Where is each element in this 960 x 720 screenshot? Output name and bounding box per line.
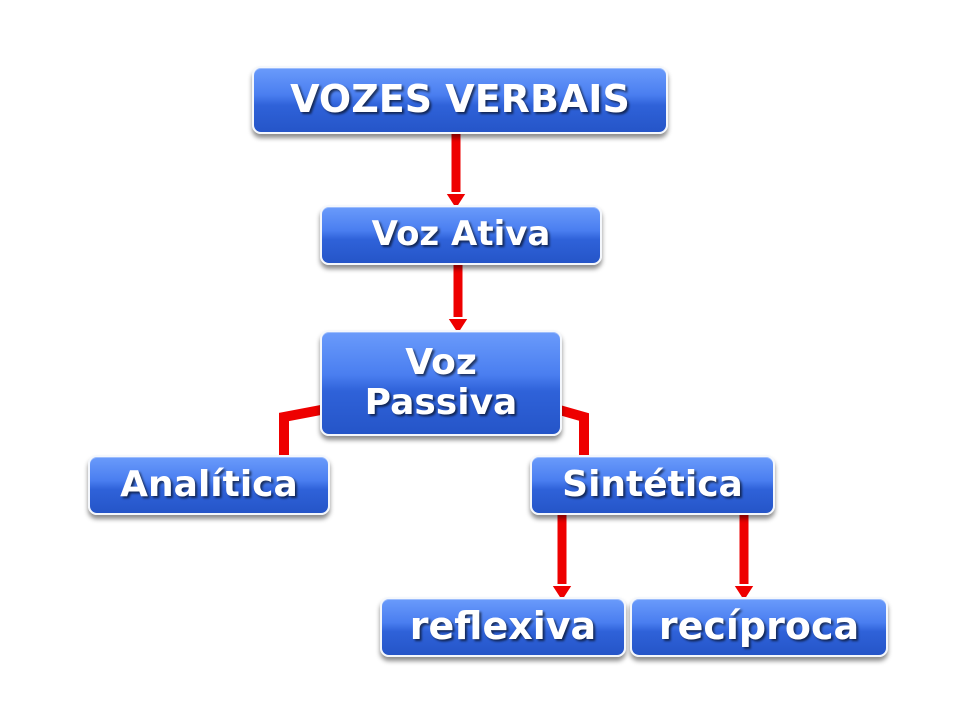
connector-ativa-to-passiva (445, 265, 471, 337)
connector-root-to-ativa (443, 134, 469, 212)
connector-sintetica-to-reciproca (731, 515, 757, 604)
node-analitica: Analítica (88, 455, 330, 515)
connector-passiva-to-sintetica (553, 401, 592, 455)
node-analitica-label: Analítica (120, 464, 298, 506)
node-sintetica: Sintética (530, 455, 775, 515)
node-voz-ativa: Voz Ativa (320, 205, 602, 265)
node-vozes-verbais-label: VOZES VERBAIS (290, 77, 630, 122)
node-reflexiva: reflexiva (380, 597, 626, 657)
connector-passiva-to-analitica (276, 401, 328, 455)
node-vozes-verbais: VOZES VERBAIS (252, 66, 668, 134)
node-voz-passiva-label-line2: Passiva (364, 382, 518, 423)
node-voz-passiva: Voz Passiva (320, 330, 562, 436)
node-reciproca: recíproca (630, 597, 888, 657)
node-sintetica-label: Sintética (562, 464, 743, 506)
node-voz-passiva-label-line1: Voz (405, 342, 477, 384)
node-voz-ativa-label: Voz Ativa (371, 214, 551, 255)
node-reflexiva-label: reflexiva (409, 604, 597, 649)
connector-sintetica-to-reflexiva (549, 515, 575, 604)
node-reciproca-label: recíproca (658, 604, 860, 649)
